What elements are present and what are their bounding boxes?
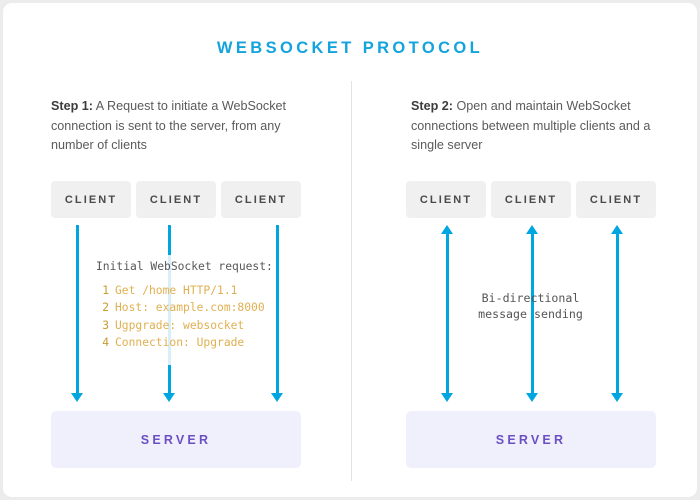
code-line: 2 Host: example.com:8000	[96, 299, 296, 317]
arrow-head-left-1	[71, 393, 83, 402]
step1-label: Step 1:	[51, 99, 93, 113]
bidirectional-caption: Bi-directional message sending	[478, 291, 583, 321]
arrow-shaft-left-2-top	[168, 225, 171, 255]
arrow-head-right-3-up	[611, 225, 623, 234]
step2-label: Step 2:	[411, 99, 453, 113]
step2-panel: Step 2: Open and maintain WebSocket conn…	[352, 3, 697, 497]
arrow-head-left-2	[163, 393, 175, 402]
step2-body: Open and maintain WebSocket connections …	[411, 99, 651, 152]
server-box-right[interactable]: SERVER	[406, 411, 656, 468]
client-box-left-2[interactable]: CLIENT	[136, 181, 216, 218]
client-label: CLIENT	[589, 193, 643, 206]
client-box-left-3[interactable]: CLIENT	[221, 181, 301, 218]
arrow-head-right-2-up	[526, 225, 538, 234]
code-line-number: 4	[102, 336, 109, 350]
code-line: 1 Get /home HTTP/1.1	[96, 282, 296, 300]
step2-description: Step 2: Open and maintain WebSocket conn…	[411, 97, 667, 156]
code-line: 3 Ugpgrade: websocket	[96, 317, 296, 335]
client-label: CLIENT	[504, 193, 558, 206]
client-box-left-1[interactable]: CLIENT	[51, 181, 131, 218]
diagram-canvas: WEBSOCKET PROTOCOL Step 1: A Request to …	[3, 3, 697, 497]
server-box-left[interactable]: SERVER	[51, 411, 301, 468]
code-line-number: 1	[102, 283, 109, 297]
arrow-head-right-1-down	[441, 393, 453, 402]
arrow-shaft-left-2-bottom	[168, 365, 171, 393]
code-line-text: Get /home HTTP/1.1	[115, 283, 238, 297]
client-box-right-1[interactable]: CLIENT	[406, 181, 486, 218]
arrow-head-left-3	[271, 393, 283, 402]
arrow-head-right-1-up	[441, 225, 453, 234]
arrow-head-right-2-down	[526, 393, 538, 402]
arrow-shaft-right-3	[616, 234, 619, 393]
server-label: SERVER	[495, 432, 567, 447]
client-box-right-3[interactable]: CLIENT	[576, 181, 656, 218]
panel-divider	[351, 81, 352, 481]
step1-description: Step 1: A Request to initiate a WebSocke…	[51, 97, 301, 156]
arrow-shaft-left-1	[76, 225, 79, 393]
code-block-header: Initial WebSocket request:	[96, 260, 273, 273]
arrow-head-right-3-down	[611, 393, 623, 402]
arrow-shaft-left-3	[276, 225, 279, 393]
code-line-text: Connection: Upgrade	[115, 336, 245, 350]
client-label: CLIENT	[64, 193, 118, 206]
client-label: CLIENT	[234, 193, 288, 206]
code-line-number: 2	[102, 301, 109, 315]
client-label: CLIENT	[419, 193, 473, 206]
page-title: WEBSOCKET PROTOCOL	[216, 39, 484, 57]
arrow-shaft-left-2-behind-code	[168, 255, 171, 365]
arrow-shaft-right-1	[446, 234, 449, 393]
code-line-text: Ugpgrade: websocket	[115, 318, 245, 332]
client-label: CLIENT	[149, 193, 203, 206]
step1-panel: Step 1: A Request to initiate a WebSocke…	[3, 3, 351, 497]
client-box-right-2[interactable]: CLIENT	[491, 181, 571, 218]
step1-body: A Request to initiate a WebSocket connec…	[51, 99, 286, 152]
code-line-number: 3	[102, 318, 109, 332]
arrow-shaft-right-2	[531, 234, 534, 393]
server-label: SERVER	[140, 432, 212, 447]
request-code-block: Initial WebSocket request: 1 Get /home HT…	[96, 258, 296, 352]
code-line-text: Host: example.com:8000	[115, 301, 265, 315]
code-line: 4 Connection: Upgrade	[96, 334, 296, 352]
